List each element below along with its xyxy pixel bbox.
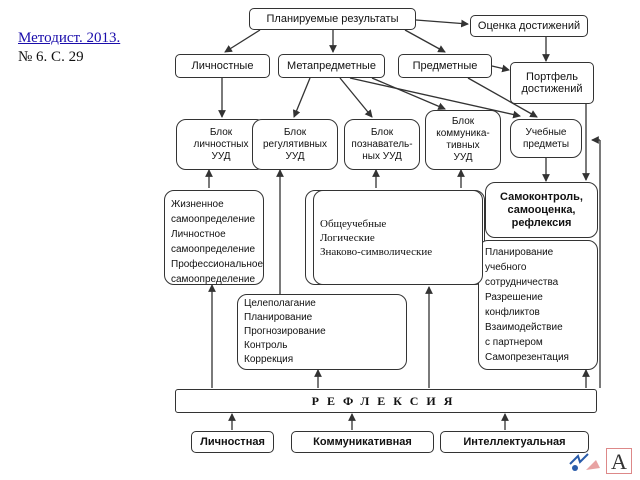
subject-results-box: Предметные	[398, 54, 492, 78]
achievement-assessment-box: Оценка достижений	[470, 15, 588, 37]
block-cognitive-uud-label: Блок познаватель- ных УУД	[351, 126, 413, 162]
personal-uud-list: Жизненное самоопределение Личностное сам…	[164, 190, 264, 285]
regulatory-uud-list-text: Целеполагание Планирование Прогнозирован…	[244, 298, 326, 365]
reflection-bar: РЕФЛЕКСИЯ	[175, 389, 597, 413]
block-cognitive-uud: Блок познаватель- ных УУД	[344, 119, 420, 170]
publisher-figure-icon	[569, 453, 600, 471]
communicative-uud-list: Планирование учебного сотрудничества Раз…	[478, 240, 598, 370]
reflection-personal-box: Личностная	[191, 431, 274, 453]
source-journal-link[interactable]: Методист. 2013.	[18, 30, 121, 46]
self-control-label: Самоконтроль, самооценка, рефлексия	[500, 190, 583, 229]
planned-results-label: Планируемые результаты	[266, 13, 399, 25]
academic-subjects-box: Учебные предметы	[510, 119, 582, 158]
regulatory-uud-list: Целеполагание Планирование Прогнозирован…	[237, 294, 407, 370]
reflection-communicative-label: Коммуникативная	[313, 436, 412, 448]
block-regulatory-uud: Блок регулятивных УУД	[252, 119, 338, 170]
personal-results-label: Личностные	[191, 60, 254, 72]
reflection-communicative-box: Коммуникативная	[291, 431, 434, 453]
block-regulatory-uud-label: Блок регулятивных УУД	[263, 126, 327, 162]
source-reference: Методист. 2013. № 6. С. 29	[18, 29, 120, 67]
self-control-box: Самоконтроль, самооценка, рефлексия	[485, 182, 598, 238]
metasubject-results-label: Метапредметные	[287, 60, 376, 72]
reflection-label: РЕФЛЕКСИЯ	[311, 394, 461, 408]
portfolio-label: Портфель достижений	[521, 71, 583, 95]
block-communicative-uud: Блок коммуника- тивных УУД	[425, 110, 501, 170]
reflection-intellectual-box: Интеллектуальная	[440, 431, 589, 453]
personal-results-box: Личностные	[175, 54, 270, 78]
block-personal-uud: Блок личностных УУД	[176, 119, 266, 170]
reflection-intellectual-label: Интеллектуальная	[463, 436, 566, 448]
planned-results-box: Планируемые результаты	[249, 8, 416, 30]
personal-uud-list-text: Жизненное самоопределение Личностное сам…	[171, 199, 264, 285]
portfolio-box: Портфель достижений	[510, 62, 594, 104]
academic-subjects-label: Учебные предметы	[522, 126, 570, 150]
cognitive-uud-list-text: Общеучебные Логические Знаково-символиче…	[320, 217, 433, 258]
block-personal-uud-label: Блок личностных УУД	[193, 126, 249, 162]
metasubject-results-box: Метапредметные	[278, 54, 385, 78]
block-communicative-uud-label: Блок коммуника- тивных УУД	[436, 116, 490, 163]
subject-results-label: Предметные	[412, 60, 478, 72]
communicative-uud-list-text: Планирование учебного сотрудничества Раз…	[485, 247, 569, 363]
achievement-assessment-label: Оценка достижений	[477, 20, 581, 32]
cognitive-uud-list: Общеучебные Логические Знаково-символиче…	[313, 190, 483, 285]
source-issue: № 6. С. 29	[18, 49, 84, 65]
publisher-logo-icon: A	[606, 448, 632, 474]
reflection-personal-label: Личностная	[200, 436, 265, 448]
